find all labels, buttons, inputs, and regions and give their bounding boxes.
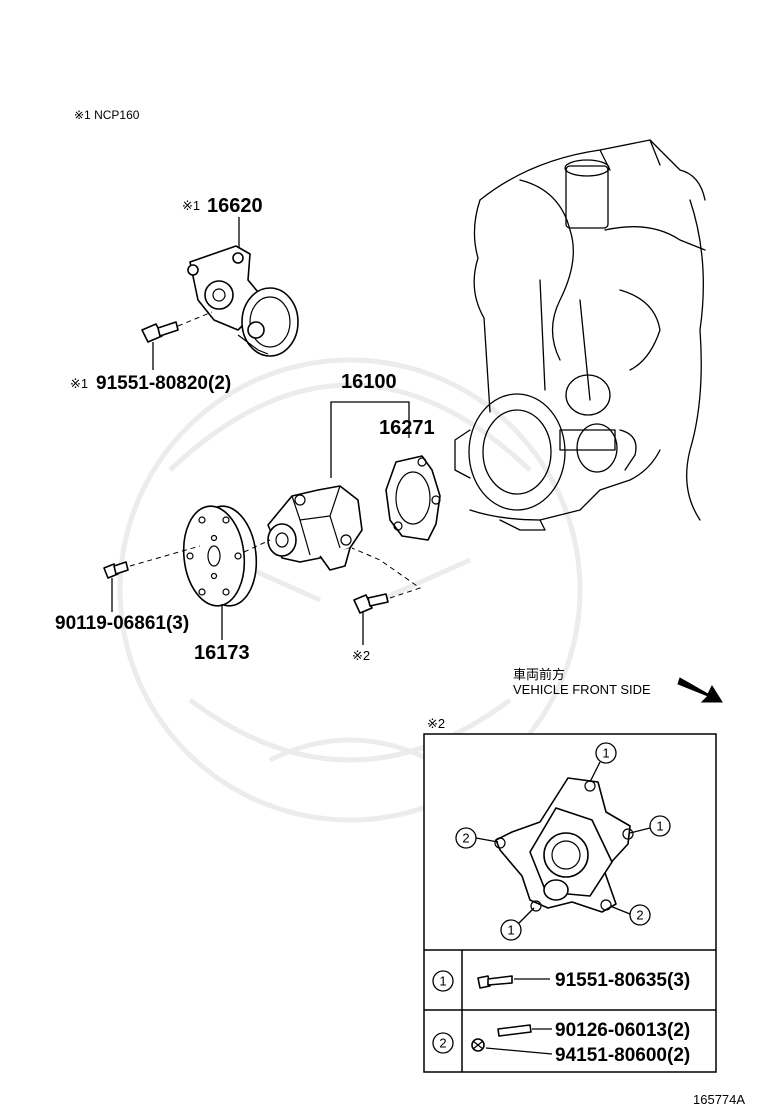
tensioner-assembly (187, 245, 299, 357)
row1-part-number: 91551-80635(3) (555, 970, 690, 991)
callout-number: 1 (602, 746, 609, 761)
label-91551-80820: 91551-80820(2) (96, 373, 231, 394)
callout-number: 2 (462, 831, 469, 846)
callout-circle (649, 815, 671, 837)
row2-part-number-b: 94151-80600(2) (555, 1045, 690, 1066)
water-pump-gasket (385, 455, 441, 541)
callout-number: 1 (507, 923, 514, 938)
front-side-label-en: VEHICLE FRONT SIDE (513, 682, 651, 697)
callout-number: 1 (656, 819, 663, 834)
row2-part-number-a: 90126-06013(2) (555, 1020, 690, 1041)
pulley (182, 505, 258, 607)
note-ncp160: ※1 NCP160 (74, 108, 140, 122)
label-16100: 16100 (341, 371, 397, 393)
label-16271: 16271 (379, 417, 435, 439)
front-arrow-icon (677, 677, 723, 703)
tensioner-mark: ※1 (182, 198, 200, 213)
watermark-emblem (117, 357, 583, 823)
row2-stud-icon (471, 1024, 532, 1052)
front-side-label-jp: 車両前方 (513, 667, 565, 682)
label-16620: 16620 (207, 195, 263, 217)
illustration-id: 165774A (693, 1092, 745, 1107)
alignment-line (243, 539, 271, 553)
tensioner-bolt-mark: ※1 (70, 376, 88, 391)
detail-box-title: ※2 (427, 716, 445, 731)
row1-marker: 1 (439, 974, 446, 989)
callout-circle (595, 742, 617, 764)
tensioner-bolt (141, 311, 213, 343)
callout-number: 2 (636, 908, 643, 923)
callout-circle (455, 827, 477, 849)
label-16173: 16173 (194, 642, 250, 664)
row1-marker-circle (432, 970, 454, 992)
row2-marker-circle (432, 1032, 454, 1054)
callout-circle (629, 904, 651, 926)
callout-circle (500, 919, 522, 941)
callouts: 1 1 1 2 2 (455, 742, 671, 941)
engine-block (454, 139, 706, 531)
detail-pump-front-view (494, 777, 634, 913)
water-pump (267, 485, 363, 571)
bracket-16100 (330, 401, 410, 478)
label-90119-06861: 90119-06861(3) (55, 613, 189, 634)
row2-marker: 2 (439, 1036, 446, 1051)
row2-leader-b (485, 1047, 553, 1055)
pump-bolt (351, 547, 422, 614)
pulley-bolt (103, 545, 201, 579)
row1-bolt-icon (477, 975, 513, 989)
marker-note2: ※2 (352, 648, 370, 663)
